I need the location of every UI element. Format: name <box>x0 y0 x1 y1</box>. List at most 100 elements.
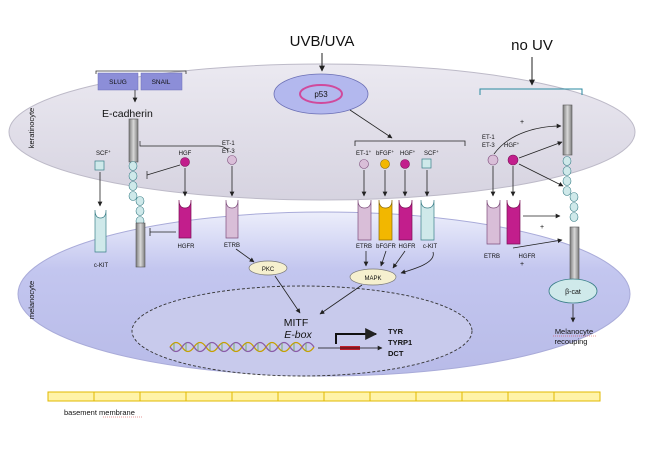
basement-label: basement membrane <box>64 408 135 417</box>
transcription-arrow <box>335 328 378 344</box>
mid-hgfr-label: HGFR <box>399 244 417 250</box>
r-hgfr-receptor <box>506 199 521 245</box>
et-left-ligand <box>227 155 237 165</box>
r-et-ligand <box>487 154 499 166</box>
r-hgf-to-bead-arrow <box>518 163 564 187</box>
hgfr-left-label: HGFR <box>178 244 196 250</box>
mapk-to-mitf-arrow <box>319 284 363 315</box>
basement-membrane <box>47 391 601 402</box>
mid-hgfr-receptor <box>398 199 413 241</box>
r-hgf-label: HGF+ <box>504 141 520 150</box>
tyr-label: TYR <box>388 327 404 336</box>
ecad-to-et-line <box>139 141 229 153</box>
hgfr-left-inhib <box>149 228 176 236</box>
snail-box <box>140 72 183 91</box>
keratinocyte-label: keratinocyte <box>27 108 36 148</box>
mid-bfgf-text: bFGF <box>376 151 392 157</box>
pkc-label: PKC <box>262 267 275 273</box>
mid-hgf-sup: + <box>413 149 416 154</box>
ecadherin-label: E-cadherin <box>102 108 153 120</box>
snail-label: SNAIL <box>152 79 171 86</box>
melanocyte-label: melanocyte <box>27 281 36 319</box>
scf-left-ligand <box>94 160 105 171</box>
dna-helix <box>169 341 315 353</box>
melanocyte-recoup-label: Melanocyte <box>555 327 593 336</box>
mid-bfgf-ligand <box>380 159 390 169</box>
mitf-label: MITF <box>284 317 309 329</box>
mid-et1-text: ET-1 <box>356 151 369 157</box>
bcat-label: β-cat <box>565 289 581 296</box>
mid-et1-sup: + <box>369 149 372 154</box>
r-et3-label: ET-3 <box>482 143 495 149</box>
mid-scf-text: SCF <box>424 151 436 157</box>
mid-scf-ligand <box>421 158 432 169</box>
uv-title: UVB/UVA <box>290 33 355 50</box>
etrb-left-label: ETRB <box>224 243 240 249</box>
tyrp1-label: TYRP1 <box>388 338 412 347</box>
mid-bfgf-sup: + <box>391 149 394 154</box>
r-ecadherin-upper <box>562 104 573 156</box>
mid-bracket <box>354 140 466 146</box>
mid-ckit-receptor <box>420 199 435 241</box>
mid-bfgf-label: bFGF+ <box>376 149 394 158</box>
p53-arrow <box>349 109 393 139</box>
no-uv-title: no UV <box>511 37 553 54</box>
r-hgf-sup: + <box>517 141 520 146</box>
mid-scf-label: SCF+ <box>424 149 439 158</box>
r-plus-top: + <box>520 119 524 126</box>
r-receptor-to-bcat-arrow <box>512 238 563 249</box>
mid-scf-sup: + <box>436 149 439 154</box>
hgf-left-ligand <box>180 157 190 167</box>
mid-to-mapk-arrows <box>363 250 434 275</box>
etrb-to-pkc-arrow <box>235 248 255 263</box>
ecadherin-lower <box>135 222 146 268</box>
r-ecadherin-beads <box>562 156 579 222</box>
pkc-to-mitf-arrow <box>274 275 301 314</box>
hgf-left-inhib <box>146 164 181 179</box>
r-et1-label: ET-1 <box>482 135 495 141</box>
recouping-label: recouping <box>555 337 588 346</box>
r-etrb-receptor <box>486 199 501 245</box>
et3-left-label: ET-3 <box>222 149 235 155</box>
p53-ring <box>299 84 343 104</box>
ebox-label: E-box <box>284 329 312 341</box>
nucleus <box>131 285 473 377</box>
mid-hgf-label: HGF+ <box>400 149 416 158</box>
mid-hgf-ligand <box>400 159 410 169</box>
mid-ckit-label: c-KIT <box>423 244 438 250</box>
slug-box <box>97 72 139 91</box>
r-hgf-ligand <box>507 154 519 166</box>
slug-label: SLUG <box>109 79 127 86</box>
mid-et1-ligand <box>359 159 369 169</box>
hgfr-left-receptor <box>178 199 192 239</box>
no-uv-bracket <box>479 88 583 95</box>
ckit-left-receptor <box>94 209 107 253</box>
dct-label: DCT <box>388 349 404 358</box>
r-hgf-to-cad-arrow <box>518 141 563 159</box>
r-plus-bottom: + <box>520 261 524 268</box>
bcat-oval <box>548 278 598 304</box>
mid-bfgfr-label: bFGFR <box>376 244 396 250</box>
ecadherin-upper <box>128 118 139 163</box>
scf-left-sup: + <box>108 149 111 154</box>
ckit-left-label: c-KIT <box>94 263 109 269</box>
mapk-label: MAPK <box>364 276 381 282</box>
p53-label: p53 <box>314 90 328 99</box>
mid-etrb-receptor <box>357 199 372 241</box>
mid-hgf-text: HGF <box>400 151 413 157</box>
mid-ligand-arrows <box>361 170 430 197</box>
r-etrb-label: ETRB <box>484 254 500 260</box>
r-et-to-cad-arrow <box>493 123 562 155</box>
hgf-left-label: HGF <box>179 151 192 157</box>
mid-et1-label: ET-1+ <box>356 149 372 158</box>
mid-etrb-label: ETRB <box>356 244 372 250</box>
mid-bfgfr-receptor <box>378 199 393 241</box>
r-plus-mid: + <box>540 224 544 231</box>
pkc-oval <box>248 260 288 276</box>
scf-left-text: SCF <box>96 151 108 157</box>
r-hgfr-label: HGFR <box>519 254 537 260</box>
et1-left-label: ET-1 <box>222 141 235 147</box>
scf-left-label: SCF+ <box>96 149 111 158</box>
etrb-left-receptor <box>225 199 239 239</box>
